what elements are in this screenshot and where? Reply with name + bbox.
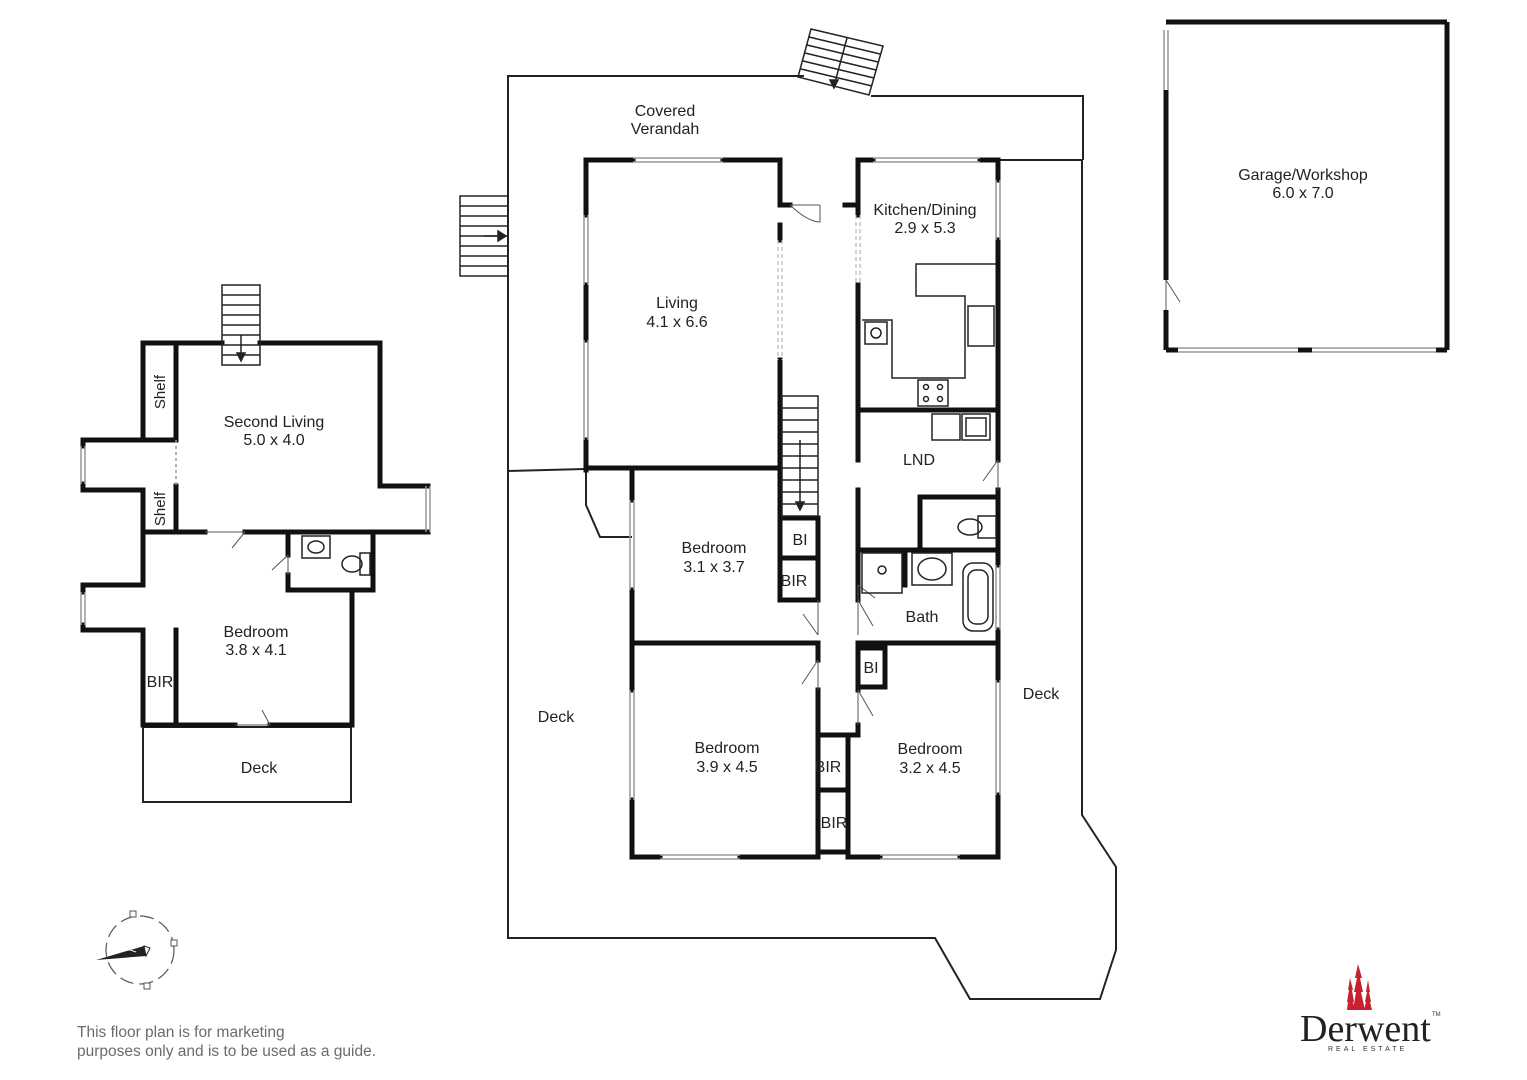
kitchen-dining-name: Kitchen/Dining	[873, 202, 976, 219]
shelf-label-2: Shelf	[152, 491, 169, 526]
second-living-name: Second Living	[224, 414, 325, 431]
deck-outline	[507, 75, 1117, 1000]
bedroom-a-size: 3.1 x 3.7	[683, 559, 744, 576]
second-house-doors	[205, 531, 289, 726]
garage-name: Garage/Workshop	[1238, 167, 1368, 184]
bath-fixtures	[861, 552, 994, 632]
bedroom-d-size: 3.8 x 4.1	[225, 642, 286, 659]
bedroom-c-name: Bedroom	[898, 741, 963, 758]
bedroom-b-size: 3.9 x 4.5	[696, 759, 757, 776]
disclaimer: This floor plan is for marketing purpose…	[77, 1023, 376, 1061]
shelf-label-1: Shelf	[152, 374, 169, 409]
garage-size: 6.0 x 7.0	[1272, 185, 1333, 202]
kitchen-bench	[862, 263, 996, 407]
deck-label-west: Deck	[538, 709, 575, 726]
living-size: 4.1 x 6.6	[646, 314, 707, 331]
bir-label-hall: BIR	[781, 573, 808, 590]
open-archways	[777, 215, 861, 360]
logo-subtitle: REAL ESTATE	[1328, 1046, 1408, 1053]
logo-wordmark: Derwent	[1300, 1008, 1431, 1050]
disclaimer-line-2: purposes only and is to be used as a gui…	[77, 1043, 377, 1060]
derwent-logo: Derwent TM REAL ESTATE	[1292, 962, 1442, 1058]
verandah-stairs	[797, 28, 884, 96]
second-house-windows	[80, 440, 431, 625]
bedroom-d-name: Bedroom	[224, 624, 289, 641]
door-swings	[789, 204, 999, 725]
bath-label: Bath	[906, 609, 939, 626]
second-house-walls	[80, 340, 431, 728]
side-stairs	[459, 195, 509, 277]
window-lines	[583, 157, 1001, 860]
bi-label-bedroom: BI	[863, 660, 878, 677]
kitchen-dining-size: 2.9 x 5.3	[894, 220, 955, 237]
compass-letter: N	[127, 943, 141, 955]
room-labels: Covered Verandah Living 4.1 x 6.6 Kitche…	[147, 103, 1368, 832]
disclaimer-line-1: This floor plan is for marketing	[77, 1024, 285, 1041]
covered-verandah-label-2: Verandah	[631, 121, 700, 138]
deck-label-east: Deck	[1023, 686, 1060, 703]
garage-walls	[1163, 19, 1450, 353]
north-arrow-icon: N	[96, 910, 178, 990]
bir-label-2: BIR	[821, 815, 848, 832]
main-house-walls	[583, 157, 1001, 860]
second-house-fixtures	[301, 535, 371, 576]
laundry-fixtures	[931, 413, 997, 539]
logo-trees-icon	[1347, 964, 1372, 1010]
garage-openings	[1163, 30, 1436, 353]
deck-label-second: Deck	[241, 760, 278, 777]
bedroom-b-name: Bedroom	[695, 740, 760, 757]
bi-label-hall: BI	[792, 532, 807, 549]
second-house-deck	[142, 726, 352, 803]
second-house-stairs	[221, 284, 261, 366]
logo-tm: TM	[1432, 1012, 1441, 1018]
bir-label-1: BIR	[815, 759, 842, 776]
bedroom-a-name: Bedroom	[682, 540, 747, 557]
bedroom-c-size: 3.2 x 4.5	[899, 760, 960, 777]
covered-verandah-label: Covered	[635, 103, 695, 120]
second-living-size: 5.0 x 4.0	[243, 432, 304, 449]
living-name: Living	[656, 295, 698, 312]
hall-stairs	[781, 395, 819, 517]
lnd-label: LND	[903, 452, 935, 469]
bir-label-left: BIR	[147, 674, 174, 691]
